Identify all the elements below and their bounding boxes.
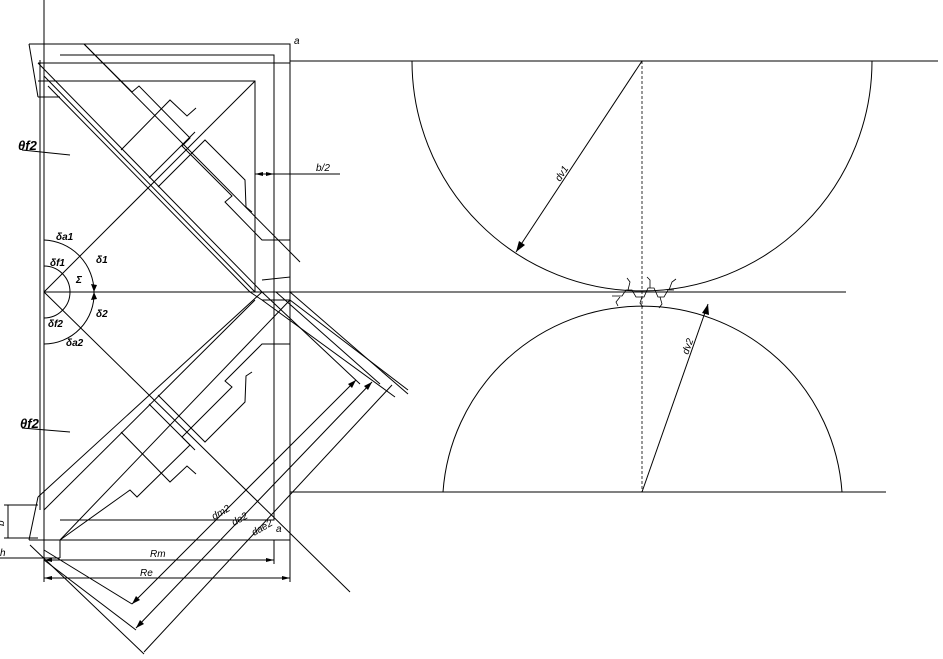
delta-1-label: δ1 [96, 255, 108, 266]
de2-label: de2 [230, 511, 250, 529]
radius-dimensions [43, 540, 291, 582]
theta-f2-bottom-label: θf2 [20, 416, 40, 431]
re-label: Re [140, 568, 153, 579]
virtual-gear-2 [442, 303, 843, 493]
theta-f2-top-label: θf2 [18, 138, 38, 153]
b-half-dimension [254, 168, 340, 180]
h-left-label: h [0, 548, 6, 559]
lower-gear-body [37, 276, 409, 593]
delta-f1-label: δf1 [50, 258, 65, 269]
tooth-mesh-profile [612, 276, 677, 309]
b-left-label: b [0, 520, 7, 526]
delta-a1-label: δa1 [56, 232, 74, 243]
dae2-label: dae2 [250, 518, 275, 539]
dv1-label: dv1 [553, 164, 571, 184]
reference-lines [43, 0, 938, 580]
dv2-label: dv2 [680, 337, 696, 356]
a-mark-mid: a [276, 524, 282, 535]
sigma-label: Σ [75, 275, 83, 286]
rm-label: Rm [150, 549, 166, 560]
delta-2-label: δ2 [96, 309, 108, 320]
diameter-dimension-lines [29, 291, 409, 655]
cone-angle-arcs [43, 239, 97, 345]
delta-a2-label: δa2 [66, 338, 84, 349]
a-mark-top: a [294, 36, 300, 47]
upper-gear-body [37, 43, 301, 293]
left-small-dimensions [0, 60, 71, 559]
b-half-label: b/2 [316, 163, 330, 174]
delta-f2-label: δf2 [48, 319, 63, 330]
